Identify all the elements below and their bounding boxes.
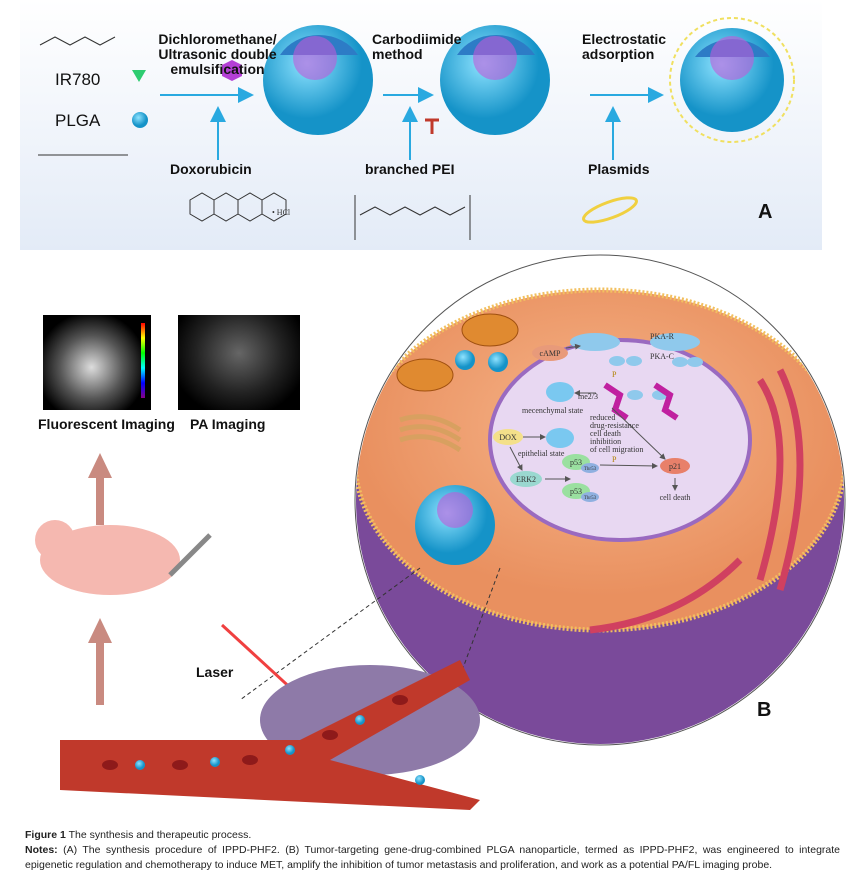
ir780-label: IR780 [55, 70, 101, 89]
plasmid-icon [582, 196, 638, 224]
doxorubicin-label: Doxorubicin [170, 161, 252, 177]
mesenchymal-label: mecenchymal state [522, 406, 584, 415]
ir780-structure-icon [39, 36, 116, 46]
panel-a-label: A [758, 201, 773, 223]
phf2-protein [603, 382, 629, 421]
outcome-label: drug-resistance [590, 421, 639, 430]
step3-label: Electrostatic adsorption [582, 31, 667, 62]
outcome-label: reduced [590, 413, 615, 422]
pei-label: branched PEI [365, 161, 455, 177]
panel-b-label: B [757, 699, 772, 721]
color-scale-bar [141, 323, 145, 398]
blood-vessel [60, 660, 480, 810]
thr-label: Thr53 [584, 496, 597, 501]
hcl-label: • HCl [272, 208, 291, 217]
pei-icon [425, 118, 439, 134]
endocytosed-nanoparticle [415, 485, 495, 565]
plasmids-label: Plasmids [588, 161, 650, 177]
cell-death-label: cell death [660, 493, 691, 502]
endoplasmic-reticulum [589, 368, 804, 634]
chromatin-mesenchymal [546, 382, 574, 402]
mouse [40, 525, 180, 595]
plga-sphere-icon [132, 112, 148, 128]
notes-text: (A) The synthesis procedure of IPPD-PHF2… [25, 844, 840, 871]
pka-r-label: PKA-R [650, 332, 675, 341]
thr-node [581, 492, 599, 502]
red-blood-cells [102, 695, 408, 770]
golgi [399, 414, 462, 453]
thr-node [581, 463, 599, 473]
up-arrow [88, 618, 112, 705]
doxorubicin-structure-icon [189, 192, 287, 222]
pa-image [178, 315, 300, 410]
up-arrow [88, 453, 112, 525]
epithelial-label: epithelial state [518, 449, 565, 458]
p53-label: p53 [570, 458, 582, 467]
erk2-label: ERK2 [516, 475, 536, 484]
plga-label: PLGA [55, 111, 101, 130]
camp-node [532, 345, 568, 361]
pka-c-label: PKA-C [650, 352, 674, 361]
outcome-label: inhibition [590, 437, 621, 446]
phospho-label: P [612, 455, 617, 464]
erk2-node [510, 471, 542, 487]
camp-label: cAMP [540, 349, 561, 358]
panel-a [20, 0, 822, 250]
pka-subunits [570, 333, 703, 400]
step1-label: Dichloromethane/ Ultrasonic double emuls… [158, 31, 277, 77]
syringe-icon [168, 533, 212, 577]
me-label: me2/3 [578, 392, 598, 401]
circulating-nanoparticles [135, 715, 425, 785]
figure-title: The synthesis and therapeutic process. [68, 829, 252, 841]
dox-node [493, 429, 523, 445]
pathway-arrows [509, 343, 678, 491]
fluorescent-image [43, 315, 151, 410]
figure-caption-title: Figure 1 The synthesis and therapeutic p… [25, 828, 840, 843]
mouse-head [35, 520, 75, 560]
dox-label: DOX [499, 433, 517, 442]
phospho-label: P [612, 370, 617, 379]
p53-label: p53 [570, 487, 582, 496]
nanoparticle-3 [669, 17, 795, 143]
mitochondrion [396, 358, 454, 392]
outcome-label: cell death [590, 429, 621, 438]
nanoparticle-1 [263, 25, 373, 135]
ir780-triangle-icon [132, 70, 146, 82]
doxorubicin-cube-icon [222, 60, 242, 81]
nanoparticle-small [488, 352, 508, 372]
notes-label: Notes: [25, 844, 58, 856]
nanoparticle-2 [440, 25, 550, 135]
pa-imaging-label: PA Imaging [190, 416, 266, 432]
laser-label: Laser [196, 664, 234, 680]
step2-label: Carbodiimide method [372, 31, 462, 62]
figure-label: Figure 1 [25, 829, 66, 841]
p21-node [660, 458, 690, 474]
pei-structure-icon [354, 195, 471, 240]
outcome-label: of cell migration [590, 445, 643, 454]
p21-label: p21 [669, 462, 681, 471]
fluorescent-imaging-label: Fluorescent Imaging [38, 416, 175, 432]
figure-notes: Notes: (A) The synthesis procedure of IP… [25, 843, 840, 873]
mitochondrion [461, 313, 519, 347]
nanoparticle-small [455, 350, 475, 370]
thr-label: Thr53 [584, 467, 597, 472]
phf2-protein [653, 382, 679, 421]
chromatin-epithelial [546, 428, 574, 448]
